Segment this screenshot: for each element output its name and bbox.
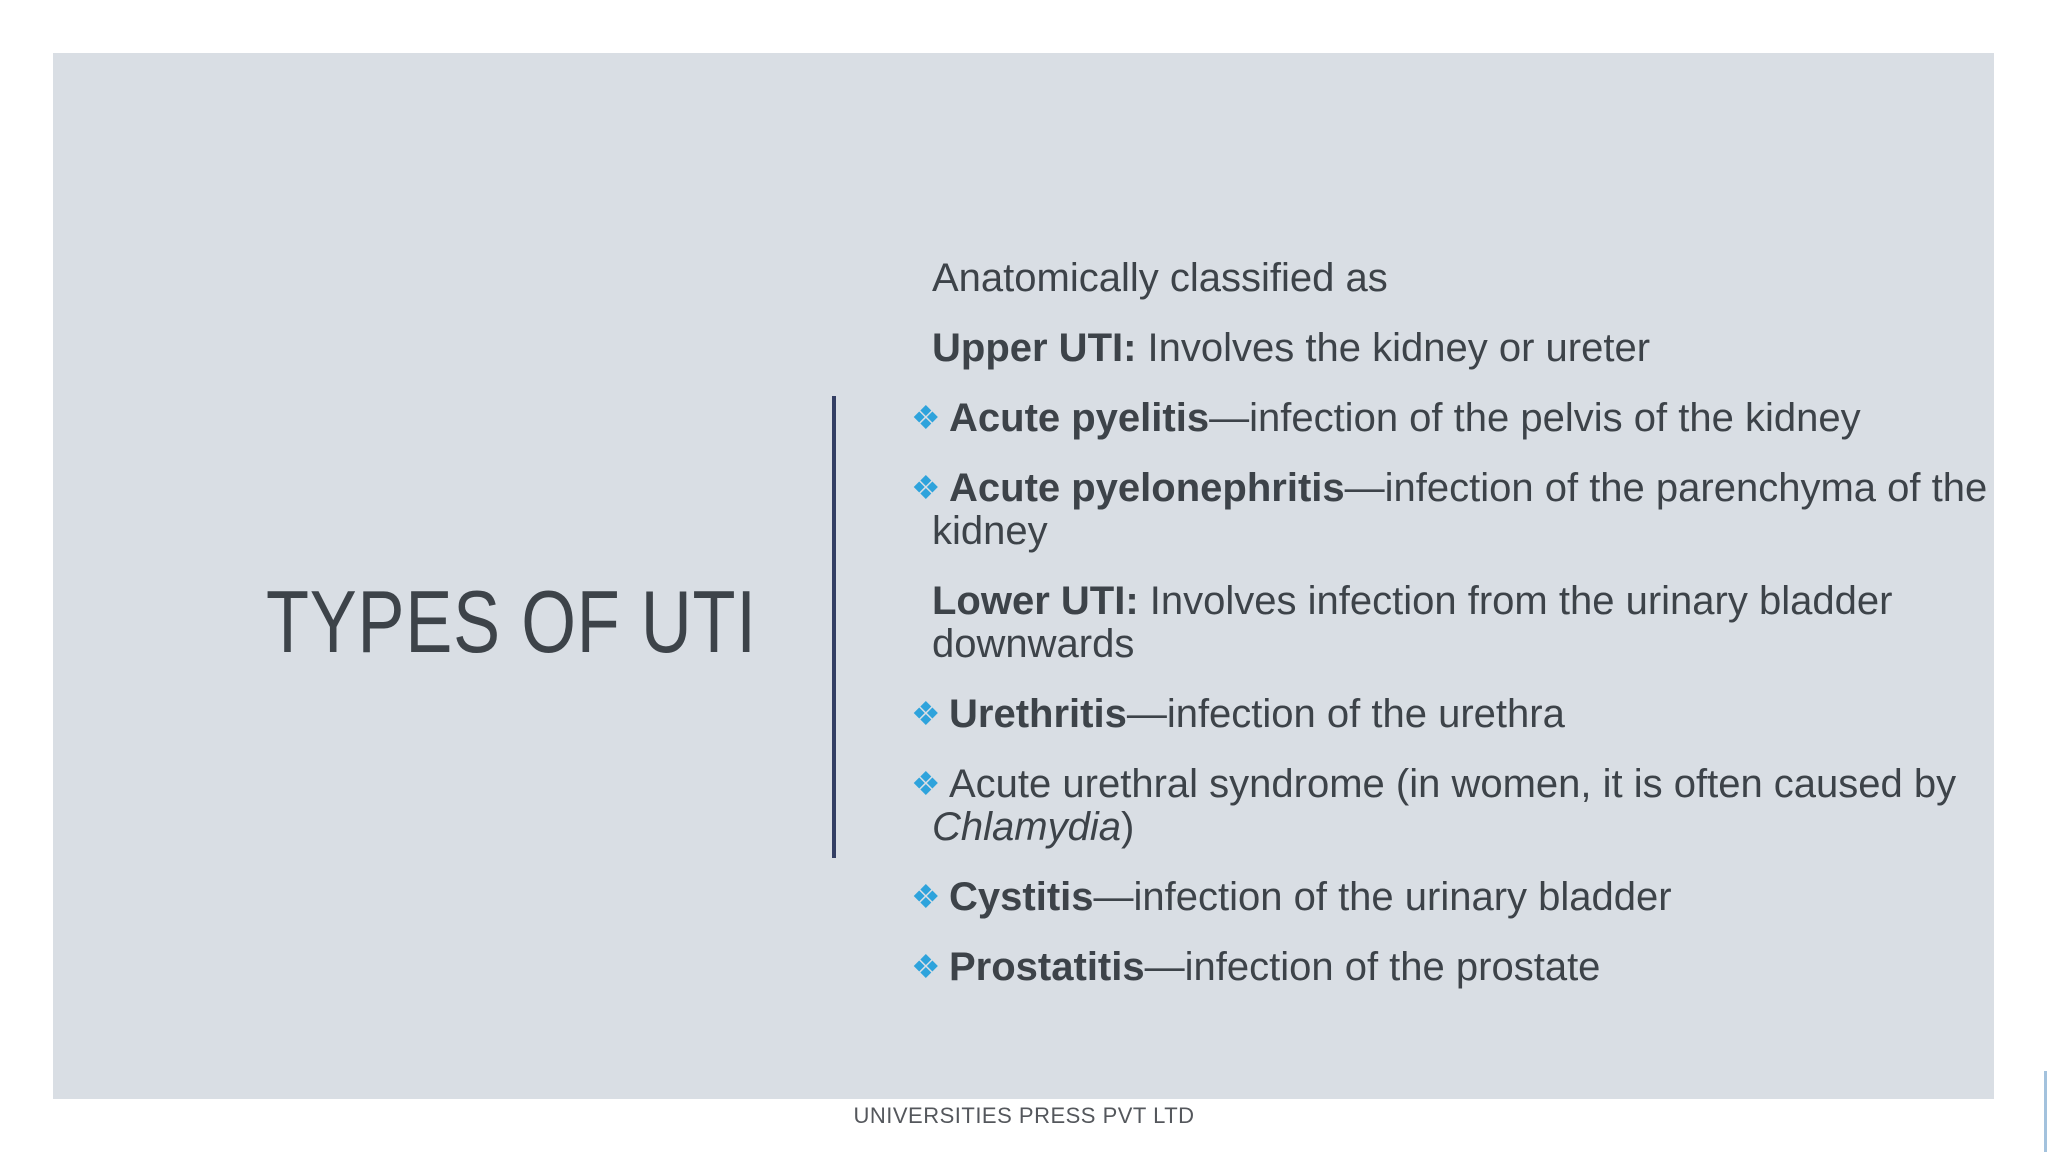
diamond-bullet-icon: ❖ <box>911 765 941 802</box>
bullet-item: ❖Urethritis—infection of the urethra <box>911 693 2031 736</box>
text-segment: Chlamydia <box>932 805 1121 849</box>
text-segment: Acute pyelitis <box>949 396 1210 440</box>
body-text: Anatomically classified as Upper UTI: Inv… <box>911 257 2031 1016</box>
text-segment: —infection of the urethra <box>1126 692 1565 736</box>
text-segment: Anatomically classified as <box>932 256 1388 300</box>
text-segment: Acute pyelonephritis <box>949 466 1345 510</box>
text-segment: Lower UTI: <box>932 579 1139 623</box>
bullet-item: ❖Acute pyelonephritis—infection of the p… <box>911 467 2031 553</box>
diamond-bullet-icon: ❖ <box>911 469 941 506</box>
diamond-bullet-icon: ❖ <box>911 399 941 436</box>
text-segment: Involves the kidney or ureter <box>1136 326 1651 370</box>
vertical-divider-line <box>832 396 836 858</box>
diamond-bullet-icon: ❖ <box>911 948 941 985</box>
bullet-item: ❖Acute urethral syndrome (in women, it i… <box>911 763 2031 849</box>
body-paragraph: Lower UTI: Involves infection from the u… <box>911 580 2031 666</box>
bullet-item: ❖Acute pyelitis—infection of the pelvis … <box>911 397 2031 440</box>
body-paragraph: Anatomically classified as <box>911 257 2031 300</box>
text-segment: —infection of the pelvis of the kidney <box>1209 396 1861 440</box>
text-segment: Cystitis <box>949 875 1094 919</box>
body-paragraph: Upper UTI: Involves the kidney or ureter <box>911 327 2031 370</box>
text-segment: ) <box>1120 805 1135 849</box>
right-edge-scrollbar-mark <box>2044 1071 2047 1152</box>
page-title: TYPES OF UTI <box>266 572 757 671</box>
text-segment: Upper UTI: <box>932 326 1137 370</box>
bullet-item: ❖Prostatitis—infection of the prostate <box>911 946 2031 989</box>
text-segment: Urethritis <box>949 692 1127 736</box>
slide-canvas: TYPES OF UTI Anatomically classified as U… <box>53 53 1994 1099</box>
diamond-bullet-icon: ❖ <box>911 878 941 915</box>
text-segment: Involves infection from the urinary blad… <box>932 579 1893 666</box>
footer-text: UNIVERSITIES PRESS PVT LTD <box>853 1103 1195 1128</box>
text-segment: —infection of the prostate <box>1144 945 1601 989</box>
bullet-item: ❖Cystitis—infection of the urinary bladd… <box>911 876 2031 919</box>
text-segment: —infection of the urinary bladder <box>1093 875 1672 919</box>
text-segment: —infection of the parenchyma of the kidn… <box>932 466 1988 553</box>
text-segment: Acute urethral syndrome (in women, it is… <box>949 762 1957 806</box>
text-segment: Prostatitis <box>949 945 1145 989</box>
diamond-bullet-icon: ❖ <box>911 695 941 732</box>
